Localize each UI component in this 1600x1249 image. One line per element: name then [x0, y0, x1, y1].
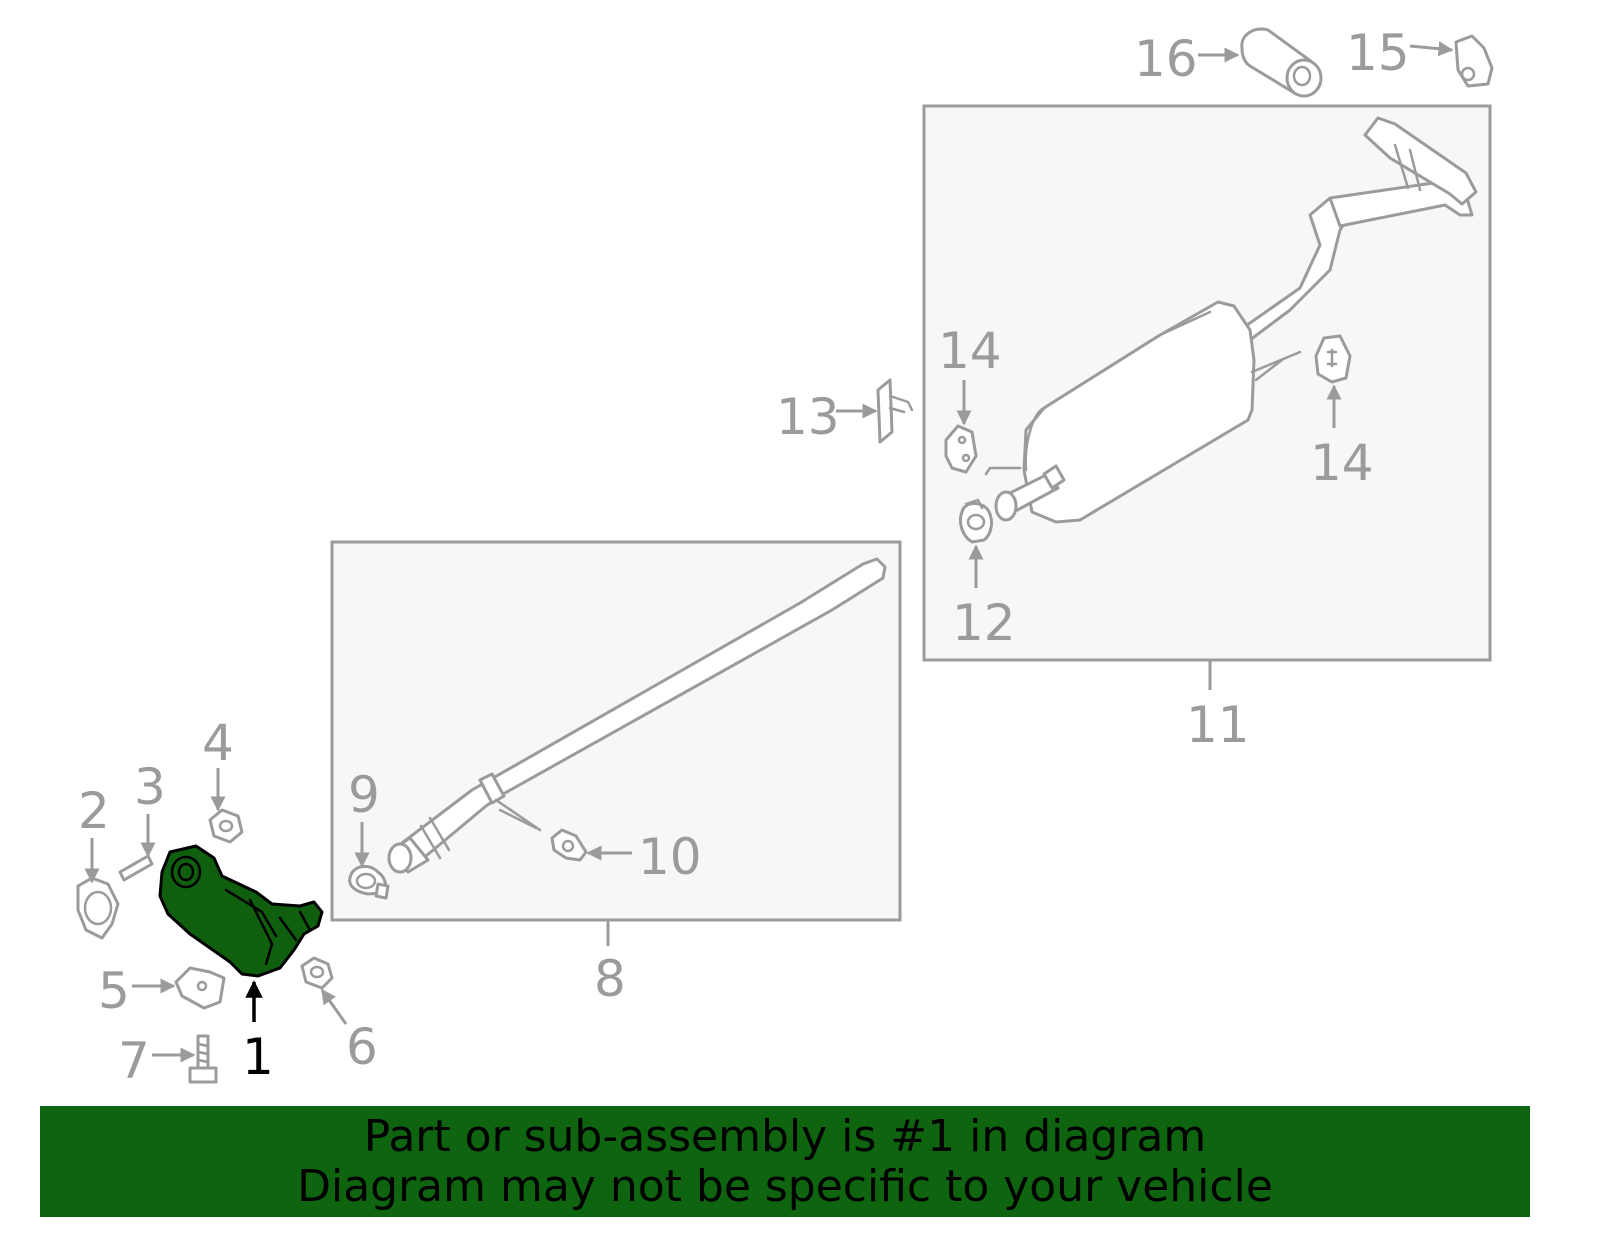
- callout-2: 2: [78, 782, 110, 840]
- muffler-insulator-left[interactable]: [944, 424, 978, 474]
- callout-14-right: 14: [1310, 434, 1374, 492]
- hanger-insulator[interactable]: [550, 828, 588, 862]
- tailpipe-tip-clamp[interactable]: [1454, 34, 1494, 88]
- bolt[interactable]: [188, 1034, 218, 1084]
- callout-1: 1: [242, 1028, 274, 1086]
- callout-14-left: 14: [938, 322, 1002, 380]
- callout-8: 8: [594, 950, 626, 1008]
- gasket[interactable]: [76, 876, 120, 940]
- callout-16: 16: [1134, 30, 1198, 88]
- banner-line-1: Part or sub-assembly is #1 in diagram: [363, 1110, 1207, 1162]
- callout-9: 9: [348, 766, 380, 824]
- catalytic-converter-highlighted[interactable]: [158, 844, 324, 978]
- callout-3: 3: [134, 758, 166, 816]
- callout-10: 10: [638, 828, 702, 886]
- muffler-insulator-right[interactable]: [1314, 334, 1352, 384]
- converter-bracket[interactable]: [174, 966, 226, 1010]
- callout-7: 7: [118, 1032, 150, 1090]
- flange-nut-lower[interactable]: [300, 956, 334, 990]
- flange-nut-upper[interactable]: [208, 808, 244, 844]
- info-banner: Part or sub-assembly is #1 in diagram Di…: [40, 1106, 1530, 1217]
- stud[interactable]: [118, 854, 154, 882]
- callout-15: 15: [1346, 24, 1410, 82]
- leader-arrow-15: [1409, 41, 1454, 57]
- tailpipe-tip[interactable]: [1240, 27, 1323, 98]
- leader-arrow-6: [320, 988, 348, 1025]
- callout-4: 4: [202, 714, 234, 772]
- muffler-assembly[interactable]: [984, 116, 1478, 524]
- callout-6: 6: [346, 1018, 378, 1076]
- muffler-clamp[interactable]: [958, 498, 993, 544]
- intermediate-pipe[interactable]: [387, 557, 887, 874]
- callout-13: 13: [776, 388, 840, 446]
- banner-line-2: Diagram may not be specific to your vehi…: [297, 1160, 1273, 1212]
- callout-12: 12: [952, 594, 1016, 652]
- hanger-bracket[interactable]: [876, 378, 914, 444]
- callout-5: 5: [98, 962, 130, 1020]
- callout-11: 11: [1186, 696, 1250, 754]
